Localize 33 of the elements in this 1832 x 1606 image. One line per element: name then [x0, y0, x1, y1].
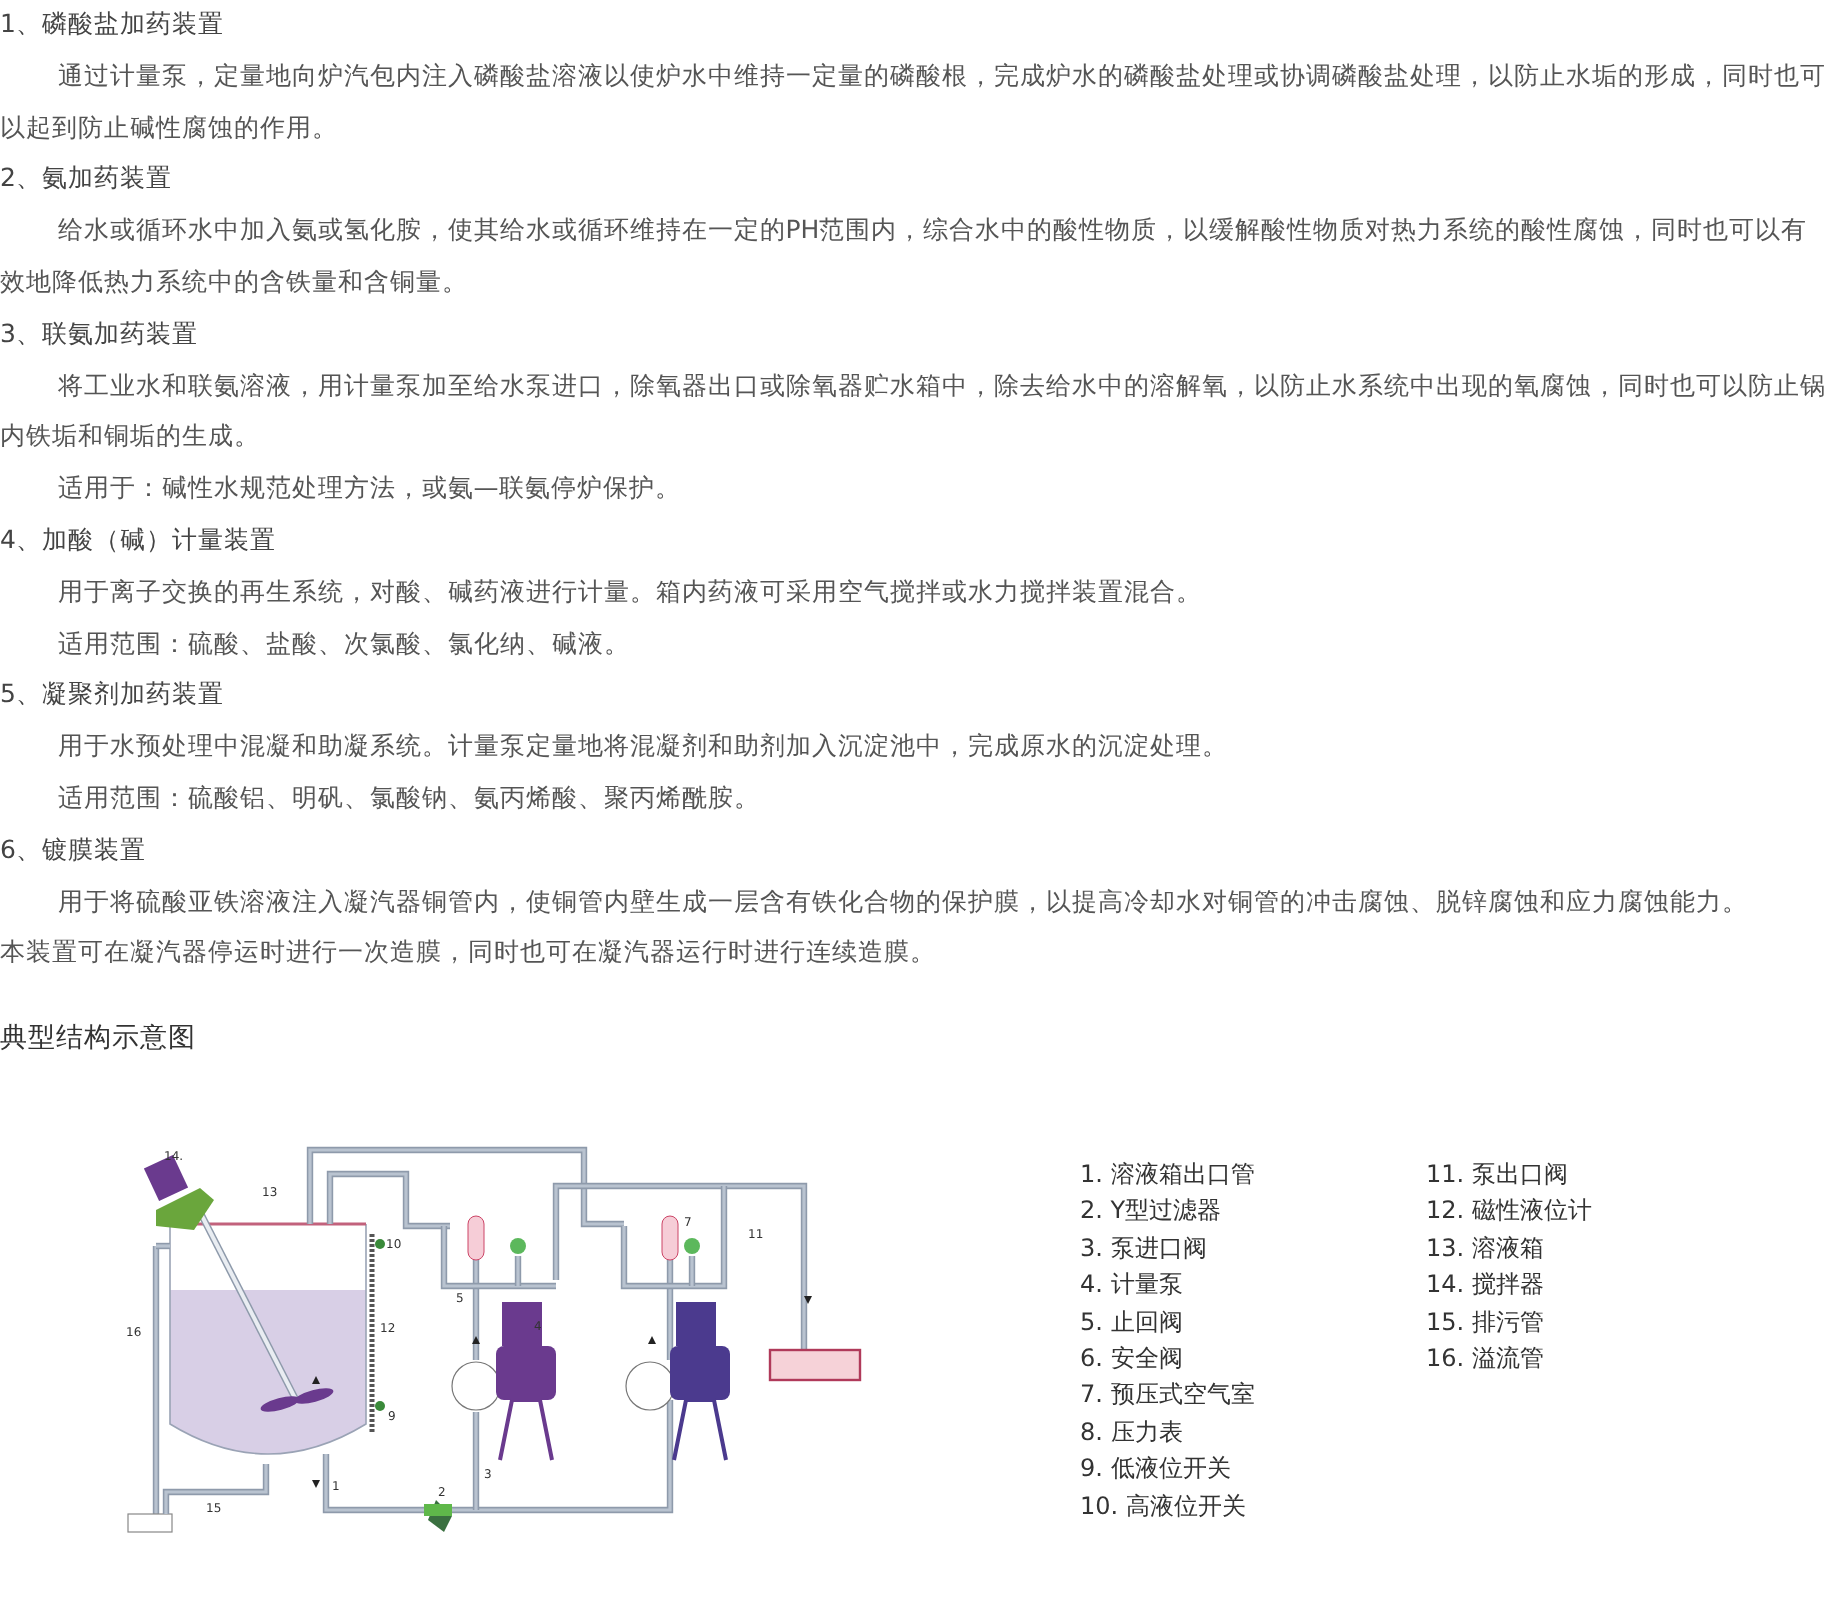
section-heading: 3、联氨加药装置 — [0, 315, 200, 352]
parts-list-item: 12. 磁性液位计 — [1426, 1194, 1592, 1229]
parts-list-item: 16. 溢流管 — [1426, 1342, 1544, 1376]
section-heading: 2、氨加药装置 — [0, 160, 174, 197]
figure-title: 典型结构示意图 — [0, 1020, 196, 1056]
paragraph: 将工业水和联氨溶液，用计量泵加至给水泵进口，除氧器出口或除氧器贮水箱中，除去给水中的溶解氧，以防止水系统中出现的氧腐蚀，同时也可以防止锅内铁垢和铜垢的生成。 — [0, 367, 1828, 455]
parts-list-item: 10. 高液位开关 — [1080, 1489, 1246, 1524]
section-heading: 4、加酸（碱）计量装置 — [0, 521, 278, 558]
section-heading: 6、镀膜装置 — [0, 831, 148, 868]
paragraph: 用于离子交换的再生系统，对酸、碱药液进行计量。箱内药液可采用空气搅拌或水力搅拌装置混合。 — [55, 573, 1204, 610]
paragraph: 适用范围：硫酸、盐酸、次氯酸、氯化纳、碱液。 — [55, 625, 632, 662]
section-heading: 1、磷酸盐加药装置 — [0, 6, 226, 42]
parts-list-item: 4. 计量泵 — [1080, 1268, 1183, 1303]
paragraph: 用于水预处理中混凝和助凝系统。计量泵定量地将混凝剂和助剂加入沉淀池中，完成原水的沉淀处理。 — [55, 728, 1230, 765]
parts-list-item: 3. 泵进口阀 — [1080, 1231, 1207, 1266]
paragraph: 适用范围：硫酸铝、明矾、氯酸钠、氨丙烯酸、聚丙烯酰胺。 — [55, 779, 762, 816]
paragraph: 通过计量泵，定量地向炉汽包内注入磷酸盐溶液以使炉水中维持一定量的磷酸根，完成炉水的磷酸盐处理或协调磷酸盐处理，以防止水垢的形成，同时也可以起到防止碱性腐蚀的作用。 — [0, 57, 1828, 146]
parts-list-item: 7. 预压式空气室 — [1080, 1378, 1255, 1413]
parts-list-item: 15. 排污管 — [1426, 1305, 1544, 1340]
parts-list-item: 6. 安全阀 — [1080, 1342, 1183, 1376]
section-heading: 5、凝聚剂加药装置 — [0, 676, 226, 713]
parts-list-item: 13. 溶液箱 — [1426, 1231, 1544, 1266]
parts-list-item: 1. 溶液箱出口管 — [1080, 1158, 1255, 1192]
paragraph: 本装置可在凝汽器停运时进行一次造膜，同时也可在凝汽器运行时进行连续造膜。 — [0, 934, 938, 971]
parts-list-item: 9. 低液位开关 — [1080, 1452, 1231, 1487]
parts-list-item: 11. 泵出口阀 — [1426, 1158, 1568, 1192]
paragraph: 用于将硫酸亚铁溶液注入凝汽器铜管内，使铜管内壁生成一层含有铁化合物的保护膜，以提高冷却水对铜管的冲击腐蚀、脱锌腐蚀和应力腐蚀能力。 — [55, 883, 1750, 920]
paragraph: 适用于：碱性水规范处理方法，或氨—联氨停炉保护。 — [55, 470, 683, 507]
parts-list-item: 14. 搅拌器 — [1426, 1268, 1544, 1303]
parts-list-item: 2. Y型过滤器 — [1080, 1194, 1222, 1229]
parts-list-item: 8. 压力表 — [1080, 1415, 1183, 1450]
paragraph: 给水或循环水中加入氨或氢化胺，使其给水或循环维持在一定的PH范围内，综合水中的酸性物质，以缓解酸性物质对热力系统的酸性腐蚀，同时也可以有效地降低热力系统中的含铁量和含铜量。 — [0, 212, 1810, 300]
parts-list-item: 5. 止回阀 — [1080, 1305, 1183, 1340]
